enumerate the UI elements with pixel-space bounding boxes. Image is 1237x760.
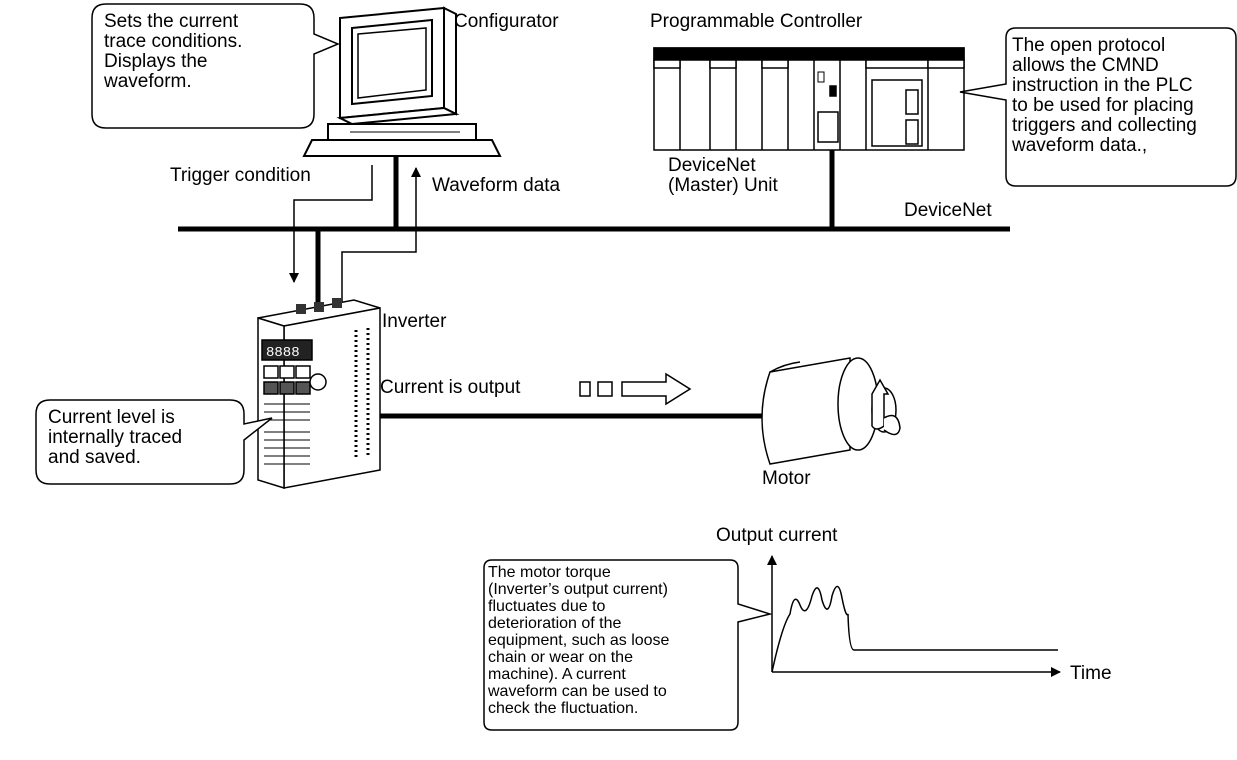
current-pulse-mark: [597, 381, 613, 397]
configurator-label: Configurator: [454, 11, 559, 32]
configurator-callout-bubble: [91, 3, 340, 129]
plc-callout-text: The open protocol allows the CMND instru…: [1012, 35, 1197, 156]
svg-text:8888: 8888: [266, 345, 300, 361]
configurator-callout-text: Sets the current trace conditions. Displ…: [104, 11, 243, 92]
inverter-drive-icon: 8888: [257, 298, 381, 490]
trigger-condition-arrow: [289, 165, 373, 283]
output-current-label: Output current: [716, 525, 838, 546]
current-waveform-line: [771, 585, 1058, 673]
current-direction-arrow: [621, 372, 692, 406]
current-pulse-mark: [579, 381, 591, 397]
torque-callout-bubble: [483, 559, 773, 731]
devicenet-label: DeviceNet: [904, 200, 992, 221]
plc-callout-bubble: [959, 27, 1237, 187]
motor-label: Motor: [762, 468, 811, 489]
inverter-callout-bubble: [35, 399, 273, 485]
inverter-label: Inverter: [382, 311, 447, 332]
plc-label: Programmable Controller: [650, 11, 863, 32]
waveform-data-label: Waveform data: [432, 175, 561, 196]
current-output-label: Current is output: [380, 377, 521, 398]
motor-icon: [761, 357, 901, 465]
trigger-condition-label: Trigger condition: [170, 165, 311, 186]
devicenet-unit-label: DeviceNet (Master) Unit: [668, 155, 778, 196]
configurator-computer-icon: [302, 6, 502, 157]
waveform-data-arrow: [341, 167, 421, 312]
plc-rack-icon: [653, 47, 965, 151]
time-label: Time: [1070, 663, 1112, 684]
torque-callout-text: The motor torque (Inverter’s output curr…: [488, 564, 670, 717]
inverter-callout-text: Current level is internally traced and s…: [48, 407, 183, 468]
